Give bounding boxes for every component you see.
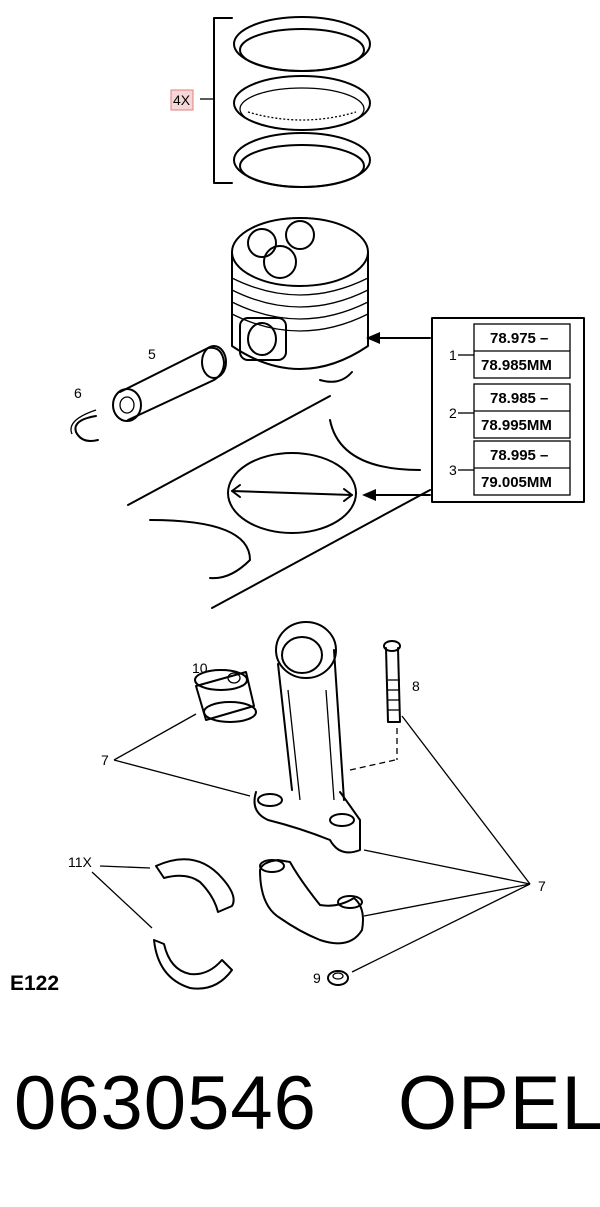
- callout-7-right: 7: [538, 878, 546, 894]
- svg-text:2: 2: [449, 405, 457, 421]
- small-end-bushing: [194, 669, 257, 723]
- ring-qty-label: 4X: [173, 92, 191, 108]
- cylinder-bores: [127, 395, 431, 609]
- piston-grade-table: 1 78.975 – 78.985MM 2 78.985 – 78.995MM …: [431, 317, 585, 503]
- callout-leaders: [91, 713, 531, 973]
- svg-text:78.985 –: 78.985 –: [490, 390, 548, 407]
- grade-row-3: 3 78.995 – 79.005MM: [449, 440, 571, 496]
- callout-8: 8: [412, 678, 420, 694]
- rod-nut: [327, 970, 349, 986]
- piston: [231, 217, 369, 383]
- svg-text:79.005MM: 79.005MM: [481, 474, 552, 491]
- svg-text:78.975 –: 78.975 –: [490, 330, 548, 347]
- piston-rings: [200, 16, 371, 188]
- callout-10: 10: [192, 660, 208, 676]
- svg-text:78.985MM: 78.985MM: [481, 357, 552, 374]
- svg-text:78.995 –: 78.995 –: [490, 447, 548, 464]
- spec-arrows: [362, 332, 431, 501]
- svg-text:78.995MM: 78.995MM: [481, 417, 552, 434]
- grade-row-2: 2 78.985 – 78.995MM: [449, 383, 571, 439]
- piston-pin: [112, 345, 227, 422]
- rod-bolt: [349, 640, 401, 771]
- diagram-code: E122: [10, 972, 60, 995]
- ring-qty-badge: 4X: [170, 89, 194, 111]
- circlip: [70, 409, 99, 442]
- bearing-shells: [153, 858, 235, 990]
- brand-name: OPEL: [398, 1061, 600, 1146]
- callout-5: 5: [148, 346, 156, 362]
- svg-text:1: 1: [449, 347, 457, 363]
- part-number: 0630546: [14, 1061, 317, 1146]
- connecting-rod: [253, 621, 361, 854]
- callout-6: 6: [74, 385, 82, 401]
- svg-text:3: 3: [449, 462, 457, 478]
- rod-cap: [259, 859, 364, 945]
- grade-row-1: 1 78.975 – 78.985MM: [449, 323, 571, 379]
- callout-7-left: 7: [101, 752, 109, 768]
- callout-9: 9: [313, 970, 321, 986]
- callout-11x: 11X: [68, 854, 93, 870]
